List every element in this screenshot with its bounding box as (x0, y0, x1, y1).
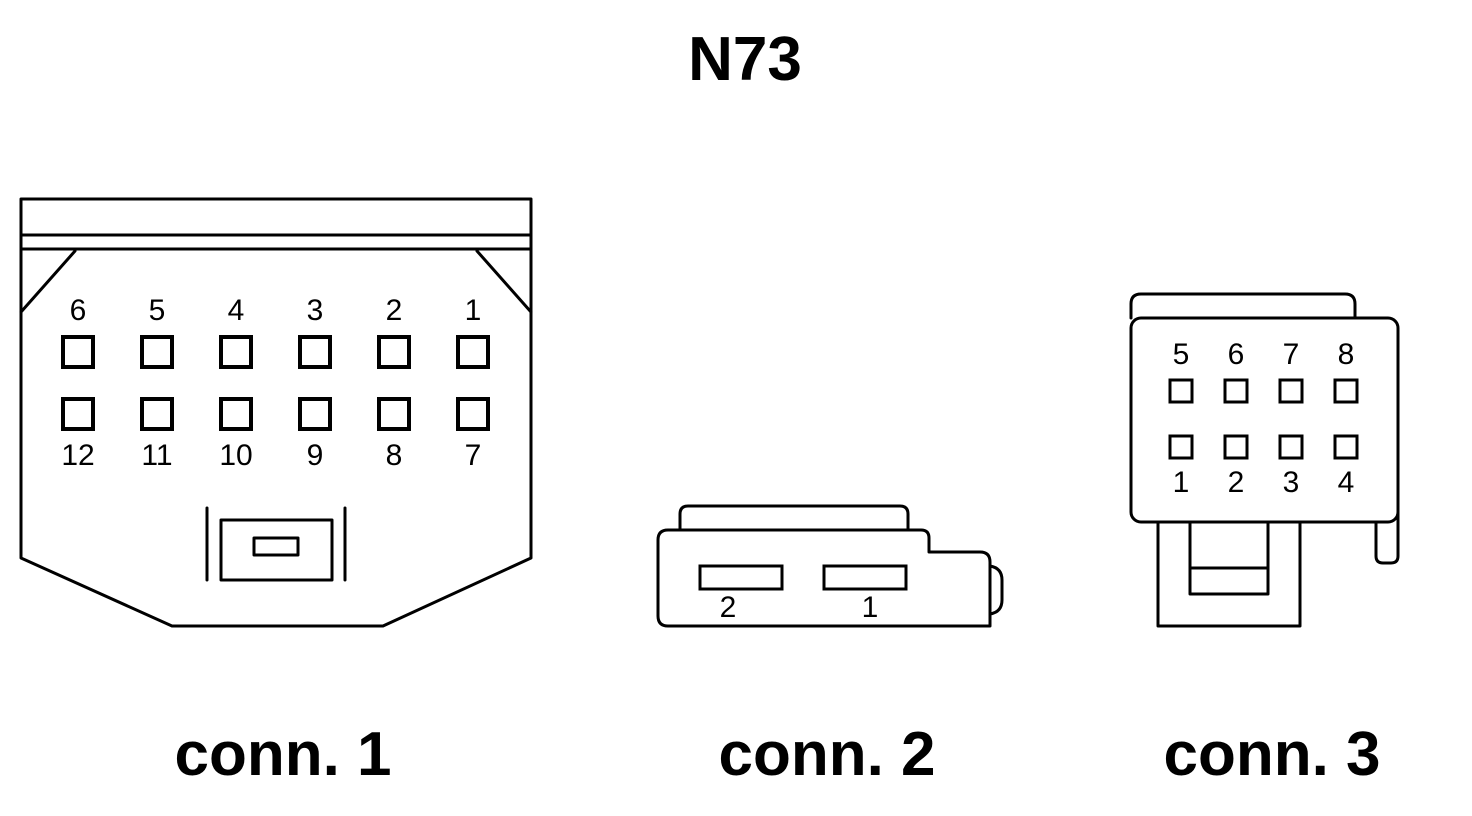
pin-socket (219, 335, 253, 369)
pin-number: 4 (228, 294, 245, 327)
pin-3: 3 (298, 294, 332, 369)
connector-1-caption: conn. 1 (174, 720, 391, 789)
pin-number: 12 (61, 439, 94, 472)
pin-socket (456, 335, 490, 369)
pin-1: 1 (1168, 434, 1194, 499)
pin-socket (1223, 434, 1249, 460)
pin-8: 8 (377, 397, 411, 472)
connector-3-top-row: 5 6 7 8 (1168, 338, 1359, 404)
pin-socket (140, 335, 174, 369)
pin-11: 11 (140, 397, 174, 472)
pin-number: 11 (141, 439, 172, 472)
pin-2: 2 (698, 564, 784, 624)
connector-3-caption: conn. 3 (1163, 720, 1380, 789)
pin-socket (1278, 434, 1304, 460)
pin-number: 4 (1338, 466, 1355, 499)
pin-socket (1278, 378, 1304, 404)
pin-9: 9 (298, 397, 332, 472)
pin-6: 6 (61, 294, 95, 369)
connector-3: 5 6 7 8 1 2 3 4 (1129, 292, 1400, 628)
pin-number: 1 (465, 294, 482, 327)
pin-number: 3 (307, 294, 324, 327)
pin-2: 2 (1223, 434, 1249, 499)
pin-number: 7 (465, 439, 482, 472)
pin-number: 8 (386, 439, 403, 472)
pin-4: 4 (1333, 434, 1359, 499)
pin-number: 7 (1283, 338, 1300, 371)
pin-number: 1 (862, 591, 879, 624)
pin-socket (61, 335, 95, 369)
pin-2: 2 (377, 294, 411, 369)
pin-7: 7 (456, 397, 490, 472)
pin-number: 3 (1283, 466, 1300, 499)
pin-number: 5 (1173, 338, 1190, 371)
pin-socket (140, 397, 174, 431)
pin-number: 6 (1228, 338, 1245, 371)
pin-socket (822, 564, 908, 591)
connector-1-bottom-row: 12 11 10 9 8 7 (61, 397, 490, 472)
diagram-title: N73 (688, 25, 802, 94)
pin-socket (1168, 378, 1194, 404)
pin-socket (1168, 434, 1194, 460)
pin-socket (1223, 378, 1249, 404)
pin-number: 1 (1173, 466, 1190, 499)
pin-socket (298, 397, 332, 431)
pin-1: 1 (456, 294, 490, 369)
pin-socket (377, 335, 411, 369)
pin-number: 6 (70, 294, 87, 327)
pin-4: 4 (219, 294, 253, 369)
pin-socket (298, 335, 332, 369)
connector-2-caption: conn. 2 (718, 720, 935, 789)
connector-3-housing (1129, 292, 1400, 628)
pin-number: 2 (720, 591, 737, 624)
pin-socket (1333, 434, 1359, 460)
pin-socket (219, 397, 253, 431)
pin-number: 2 (1228, 466, 1245, 499)
pin-1: 1 (822, 564, 908, 624)
pin-number: 2 (386, 294, 403, 327)
pin-socket (377, 397, 411, 431)
pin-socket (698, 564, 784, 591)
pin-number: 8 (1338, 338, 1355, 371)
connector-1-top-row: 6 5 4 3 2 1 (61, 294, 490, 369)
connector-3-bottom-row: 1 2 3 4 (1168, 434, 1359, 499)
connector-1: 6 5 4 3 2 1 12 11 10 9 8 7 (19, 197, 533, 628)
connector-1-housing (19, 197, 533, 628)
pin-7: 7 (1278, 338, 1304, 404)
pin-socket (456, 397, 490, 431)
pin-number: 10 (219, 439, 252, 472)
pin-3: 3 (1278, 434, 1304, 499)
pin-8: 8 (1333, 338, 1359, 404)
pin-5: 5 (140, 294, 174, 369)
pin-socket (1333, 378, 1359, 404)
connector-2-housing (656, 504, 1004, 628)
pin-10: 10 (219, 397, 253, 472)
pin-socket (61, 397, 95, 431)
pin-6: 6 (1223, 338, 1249, 404)
pin-number: 5 (149, 294, 166, 327)
pin-5: 5 (1168, 338, 1194, 404)
pin-12: 12 (61, 397, 95, 472)
pin-number: 9 (307, 439, 324, 472)
